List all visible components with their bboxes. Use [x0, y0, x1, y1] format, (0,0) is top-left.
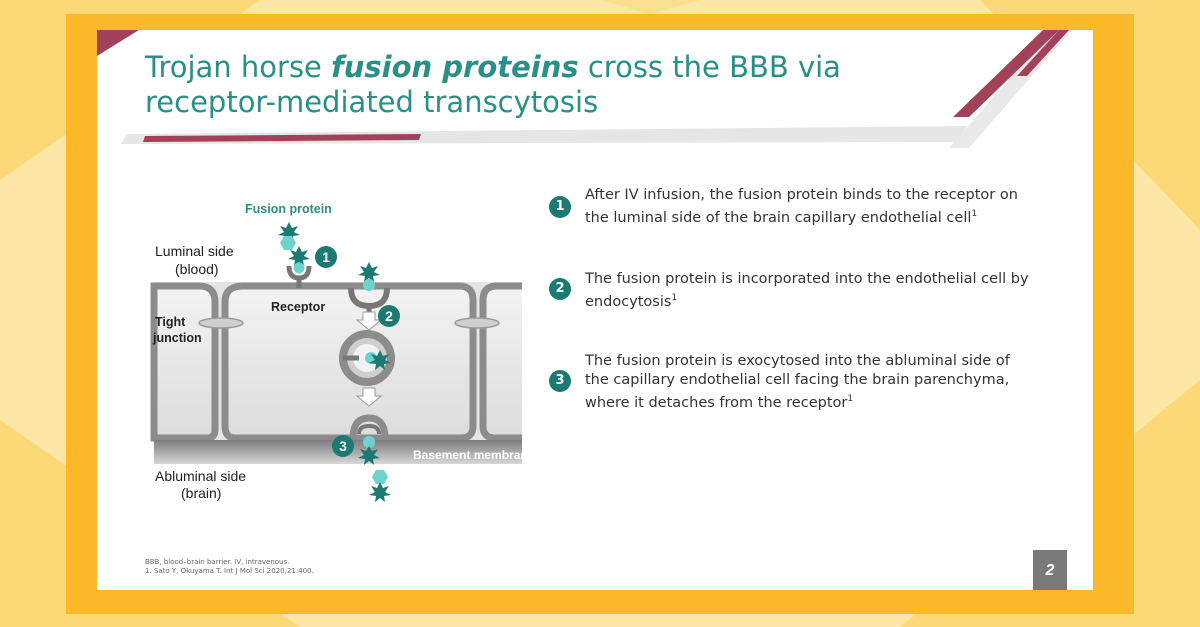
step-marker-1: 1	[315, 246, 337, 268]
internalized-protein	[369, 350, 391, 370]
svg-text:1: 1	[322, 249, 330, 265]
fusion-protein-antibody	[280, 236, 296, 250]
steps-list: 1 After IV infusion, the fusion protein …	[549, 186, 1029, 412]
step-ref-1: 1	[971, 209, 978, 219]
receptor-label: Receptor	[271, 300, 325, 314]
step-number-2: 2	[549, 277, 571, 300]
step-ref-3: 1	[847, 393, 854, 404]
svg-text:3: 3	[339, 438, 347, 454]
fusion-protein-label: Fusion protein	[245, 202, 332, 216]
bound-protein-2	[358, 262, 380, 282]
tight-junction-left	[198, 317, 244, 329]
luminal-label-line2: (blood)	[175, 261, 219, 277]
step-item-3: 3 The fusion protein is exocytosed into …	[549, 352, 1029, 413]
step-text-1: After IV infusion, the fusion protein bi…	[585, 187, 1018, 226]
footnotes: BBB, blood–brain barrier. IV, intravenou…	[145, 558, 314, 576]
slide: Trojan horse fusion proteins cross the B…	[97, 30, 1093, 590]
arrow-down-1	[355, 311, 383, 331]
step-number-3: 3	[549, 369, 571, 392]
endothelial-cell-left	[150, 282, 219, 442]
title-emphasis: fusion proteins	[331, 50, 579, 84]
endothelial-cell-right	[479, 282, 522, 442]
step-item-2: 2 The fusion protein is incorporated int…	[549, 270, 1029, 312]
step-ref-2: 1	[671, 292, 678, 303]
step-number-1: 1	[549, 196, 571, 218]
arrow-down-2	[355, 387, 383, 407]
step-text-3: The fusion protein is exocytosed into th…	[585, 352, 1010, 411]
svg-text:2: 2	[385, 308, 393, 324]
abluminal-label-line1: Abluminal side	[155, 468, 246, 484]
footnote-reference: 1. Sato Y, Okuyama T. Int J Mol Sci 2020…	[145, 567, 314, 575]
page-number: 2	[1033, 550, 1067, 590]
step-text-2: The fusion protein is incorporated into …	[585, 270, 1029, 310]
released-protein-enzyme	[369, 482, 391, 502]
step-marker-2: 2	[378, 305, 400, 327]
decorative-accents	[97, 30, 1072, 148]
exocytosis-pocket	[349, 414, 389, 439]
slide-title: Trojan horse fusion proteins cross the B…	[145, 50, 841, 119]
released-protein-antibody	[372, 470, 388, 484]
bbb-transcytosis-diagram: Basement membrane	[150, 202, 535, 502]
tight-junction-label-line1: Tight	[155, 315, 186, 329]
abluminal-label-line2: (brain)	[181, 485, 221, 501]
released-protein-1	[358, 446, 380, 465]
step-item-1: 1 After IV infusion, the fusion protein …	[549, 186, 1029, 228]
footnote-abbreviations: BBB, blood–brain barrier. IV, intravenou…	[145, 558, 290, 566]
luminal-label-line1: Luminal side	[155, 243, 234, 259]
basement-membrane-label: Basement membrane	[413, 448, 535, 462]
tight-junction-right	[454, 317, 500, 329]
bound-protein-1	[288, 246, 310, 266]
fusion-protein-enzyme	[278, 222, 300, 242]
step-marker-3: 3	[332, 435, 354, 457]
tight-junction-label-line2: junction	[152, 331, 202, 345]
